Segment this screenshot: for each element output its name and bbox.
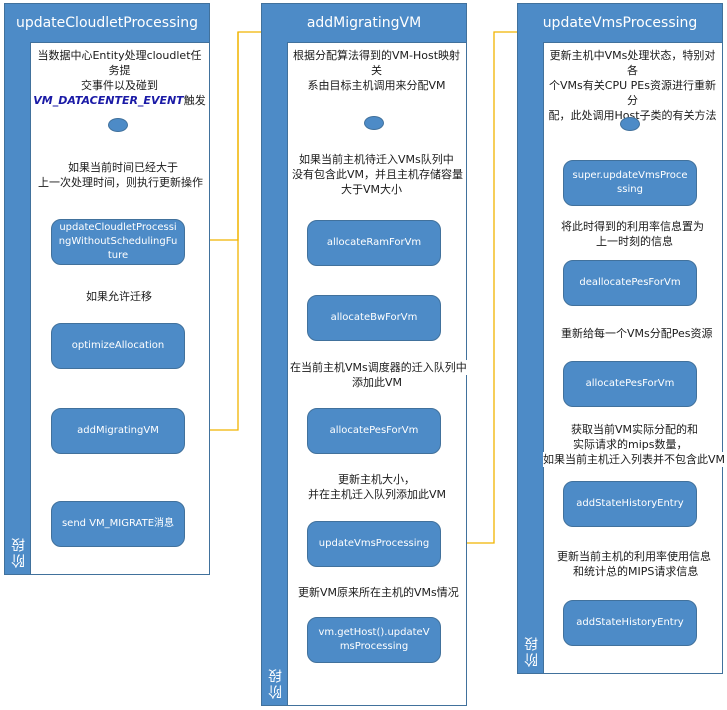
- lane-side-bar: 阶段: [518, 42, 544, 673]
- condition-label: 和统计总的MIPS请求信息: [573, 564, 699, 579]
- action-allocate-bw-for-vm[interactable]: allocateBwForVm: [307, 295, 441, 341]
- condition-label: 上一次处理时间，则执行更新操作: [38, 175, 203, 190]
- condition-label: 更新当前主机的利用率使用信息: [557, 549, 711, 564]
- condition-label: 获取当前VM实际分配的和: [571, 422, 699, 437]
- condition-label: 大于VM大小: [341, 182, 403, 197]
- condition-label: 实际请求的mips数量，: [573, 437, 688, 452]
- condition-label: 更新VM原来所在主机的VMs情况: [298, 585, 459, 600]
- lane-body: 更新主机中VMs处理状态，特别对各 个VMs有关CPU PEs资源进行重新分 配…: [543, 42, 722, 673]
- lane-description: 更新主机中VMs处理状态，特别对各 个VMs有关CPU PEs资源进行重新分 配…: [545, 48, 720, 123]
- condition-label: 在当前主机VMs调度器的迁入队列中: [290, 360, 467, 375]
- action-update-cloudlet-processing-without-scheduling-future[interactable]: updateCloudletProcessingWithoutSchedulin…: [51, 219, 185, 265]
- desc-line: 个VMs有关CPU PEs资源进行重新分: [549, 79, 716, 107]
- lane-description: 根据分配算法得到的VM-Host映射关 系由目标主机调用来分配VM: [289, 48, 464, 93]
- action-add-state-history-entry[interactable]: addStateHistoryEntry: [563, 600, 697, 646]
- condition-label: 并在主机迁入队列添加此VM: [308, 487, 447, 502]
- desc-line: 当数据中心Entity处理cloudlet任务提: [37, 49, 202, 77]
- action-super-update-vms-processing[interactable]: super.updateVmsProcessing: [563, 160, 697, 206]
- action-allocate-pes-for-vm-lane3[interactable]: allocatePesForVm: [563, 361, 697, 407]
- lane-side-bar: 阶段: [5, 42, 31, 574]
- swimlane-update-cloudlet-processing: updateCloudletProcessing 阶段 当数据中心Entity处…: [4, 3, 210, 575]
- connector-updatevms-to-lane3: [440, 31, 518, 544]
- desc-line: 根据分配算法得到的VM-Host映射关: [292, 49, 461, 77]
- action-deallocate-pes-for-vm[interactable]: deallocatePesForVm: [563, 260, 697, 306]
- desc-line: 配，此处调用Host子类的有关方法: [548, 109, 717, 122]
- desc-line: 系由目标主机调用来分配VM: [307, 79, 446, 92]
- action-add-migrating-vm[interactable]: addMigratingVM: [51, 408, 185, 454]
- lane-title: updateVmsProcessing: [518, 4, 722, 43]
- lane-body: 根据分配算法得到的VM-Host映射关 系由目标主机调用来分配VM: [287, 42, 466, 705]
- condition-label: 如果允许迁移: [86, 289, 152, 304]
- swimlane-add-migrating-vm: addMigratingVM 阶段 根据分配算法得到的VM-Host映射关 系由…: [261, 3, 467, 706]
- desc-tail: 触发: [183, 94, 206, 107]
- action-allocate-ram-for-vm[interactable]: allocateRamForVm: [307, 220, 441, 266]
- desc-line: 更新主机中VMs处理状态，特别对各: [549, 49, 716, 77]
- condition-label: 如果当前时间已经大于: [68, 160, 178, 175]
- start-node: [364, 116, 384, 130]
- desc-line: VM_DATACENTER_EVENT触发: [32, 93, 207, 108]
- lane-side-bar: 阶段: [262, 42, 288, 705]
- lane-side-label: 阶段: [11, 536, 27, 568]
- action-allocate-pes-for-vm[interactable]: allocatePesForVm: [307, 408, 441, 454]
- lane-body: 当数据中心Entity处理cloudlet任务提 交事件以及碰到 VM_DATA…: [30, 42, 209, 574]
- desc-line: 交事件以及碰到: [81, 79, 158, 92]
- action-add-state-history-entry[interactable]: addStateHistoryEntry: [563, 481, 697, 527]
- action-optimize-allocation[interactable]: optimizeAllocation: [51, 323, 185, 369]
- condition-label: 如果当前主机迁入列表并不包含此VM: [543, 452, 726, 467]
- lane-side-label: 阶段: [524, 635, 540, 667]
- action-host-update-vms-processing[interactable]: vm.getHost().updateVmsProcessing: [307, 617, 441, 663]
- start-node: [108, 118, 128, 132]
- lane-title: addMigratingVM: [262, 4, 466, 43]
- condition-label: 重新给每一个VMs分配Pes资源: [561, 326, 713, 341]
- start-node: [620, 117, 640, 131]
- condition-label: 添加此VM: [352, 375, 403, 390]
- lane-description: 当数据中心Entity处理cloudlet任务提 交事件以及碰到 VM_DATA…: [32, 48, 207, 108]
- lane-title: updateCloudletProcessing: [5, 4, 209, 43]
- condition-label: 没有包含此VM，并且主机存储容量: [292, 167, 464, 182]
- condition-label: 将此时得到的利用率信息置为: [561, 219, 704, 234]
- action-send-vm-migrate[interactable]: send VM_MIGRATE消息: [51, 501, 185, 547]
- condition-label: 如果当前主机待迁入VMs队列中: [299, 152, 454, 167]
- action-update-vms-processing[interactable]: updateVmsProcessing: [307, 521, 441, 567]
- event-name: VM_DATACENTER_EVENT: [33, 94, 184, 107]
- condition-label: 更新主机大小，: [338, 472, 415, 487]
- condition-label: 上一时刻的信息: [596, 234, 673, 249]
- lane-side-label: 阶段: [268, 667, 284, 699]
